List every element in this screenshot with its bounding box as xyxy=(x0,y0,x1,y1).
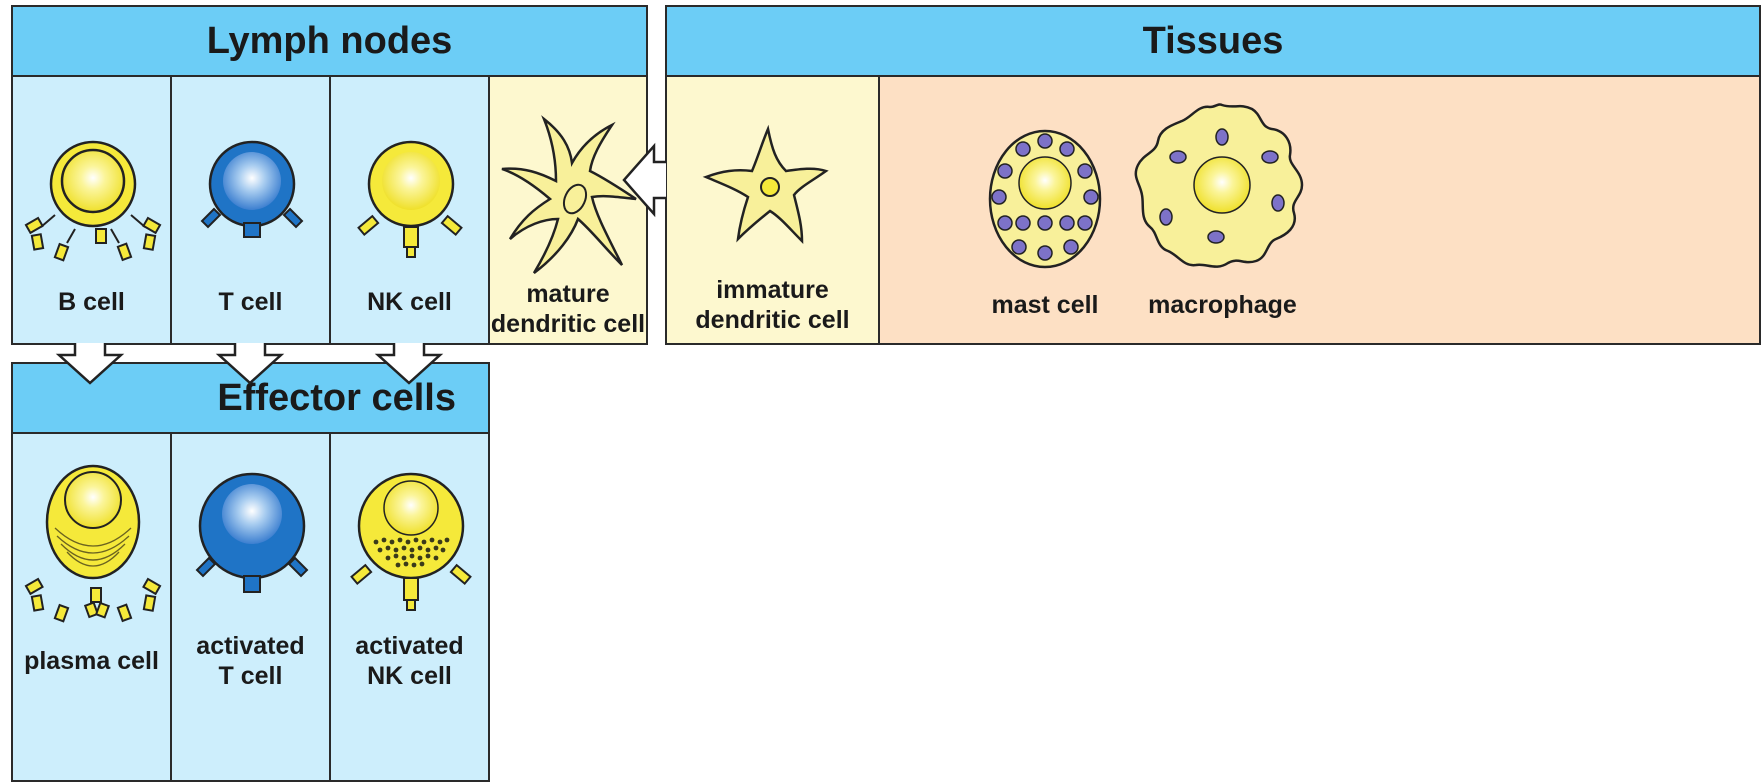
tissues-title: Tissues xyxy=(1143,20,1284,63)
immature-dendritic-cell-label-2: dendritic cell xyxy=(667,305,878,335)
mast-cell-icon xyxy=(985,127,1105,272)
activated-nk-cell-icon xyxy=(346,470,476,625)
immature-dendritic-cell-label-1: immature xyxy=(667,275,878,305)
immature-dendritic-cell-icon xyxy=(702,125,832,245)
activated-t-cell-label-2: T cell xyxy=(172,661,329,691)
nk-cell-icon xyxy=(351,137,471,277)
b-to-plasma-arrow-icon xyxy=(55,343,125,385)
activated-nk-cell-label-1: activated xyxy=(331,631,488,661)
nk-cell-panel: NK cell xyxy=(329,75,490,345)
macrophage-label: macrophage xyxy=(1130,290,1315,320)
plasma-cell-panel: plasma cell xyxy=(11,432,172,782)
immature-dendritic-cell-panel: immature dendritic cell xyxy=(665,75,880,345)
activated-nk-cell-panel: activated NK cell xyxy=(329,432,490,782)
tissue-cells-panel: mast cell macrophage xyxy=(878,75,1761,345)
b-cell-panel: B cell xyxy=(11,75,172,345)
mature-dendritic-cell-label-2: dendritic cell xyxy=(490,309,646,339)
macrophage-icon xyxy=(1130,99,1315,279)
mast-cell-label: mast cell xyxy=(985,290,1105,320)
lymph-nodes-header: Lymph nodes xyxy=(11,5,648,77)
dendritic-maturation-arrow-icon xyxy=(620,140,670,220)
nk-to-activated-arrow-icon xyxy=(374,343,444,385)
plasma-cell-label: plasma cell xyxy=(13,646,170,676)
nk-cell-label: NK cell xyxy=(331,287,488,317)
mature-dendritic-cell-icon xyxy=(500,115,640,280)
plasma-cell-icon xyxy=(21,464,166,629)
activated-t-cell-icon xyxy=(189,470,315,600)
activated-t-cell-label-1: activated xyxy=(172,631,329,661)
b-cell-icon xyxy=(21,137,166,277)
tissues-header: Tissues xyxy=(665,5,1761,77)
lymph-nodes-title: Lymph nodes xyxy=(207,20,453,63)
b-cell-label: B cell xyxy=(13,287,170,317)
activated-t-cell-panel: activated T cell xyxy=(170,432,331,782)
t-cell-panel: T cell xyxy=(170,75,331,345)
mature-dendritic-cell-label-1: mature xyxy=(490,279,646,309)
t-to-activated-arrow-icon xyxy=(215,343,285,385)
t-cell-label: T cell xyxy=(172,287,329,317)
t-cell-icon xyxy=(192,137,312,247)
activated-nk-cell-label-2: NK cell xyxy=(331,661,488,691)
